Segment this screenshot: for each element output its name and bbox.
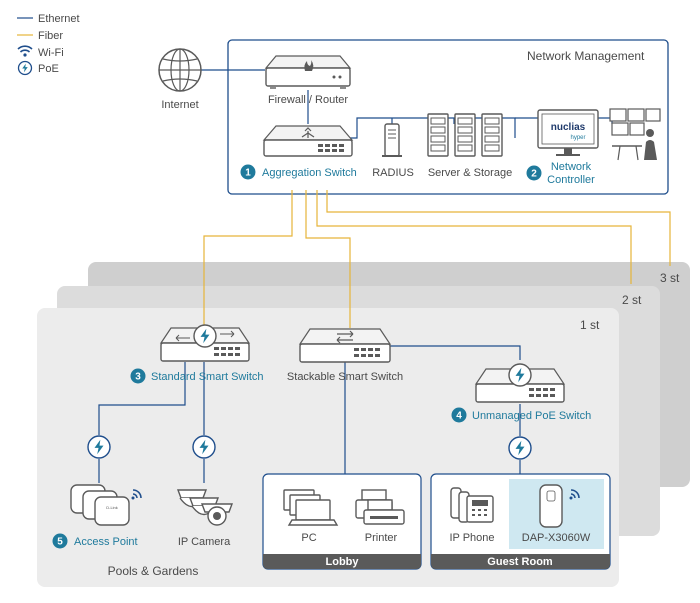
- poe-icon: [192, 435, 216, 459]
- unmanaged-switch-label: Unmanaged PoE Switch: [472, 410, 591, 422]
- cable-stackable-unmanaged: [390, 345, 521, 360]
- stackable-switch-label: Stackable Smart Switch: [287, 371, 403, 383]
- ip-phone-label: IP Phone: [449, 532, 494, 544]
- aggregation-label: Aggregation Switch: [262, 167, 357, 179]
- ip-camera-icon: [176, 489, 234, 526]
- server-label: Server & Storage: [428, 167, 512, 179]
- wifi-icon: [17, 45, 33, 57]
- guest-room-label: Guest Room: [487, 556, 553, 568]
- fiber-stackable-switch: [305, 190, 351, 328]
- aggregation-number: 1: [245, 168, 251, 179]
- floor-3-label: 3 st: [660, 271, 680, 285]
- floor-2-label: 2 st: [622, 293, 642, 307]
- standard-smart-switch-icon: [159, 324, 251, 362]
- nuclias-logo-text: nuclias: [551, 122, 586, 133]
- ap-brand-text: D-Link: [106, 505, 118, 510]
- cable-switch-ap: [98, 362, 186, 435]
- radius-label: RADIUS: [372, 167, 414, 179]
- legend-wifi-label: Wi-Fi: [38, 47, 64, 59]
- access-point-number-badge: 5: [52, 533, 68, 549]
- cable-aggregation-servers: [350, 117, 516, 139]
- dap-label: DAP-X3060W: [522, 532, 591, 544]
- nuclias-logo-sub: hyper: [570, 135, 585, 141]
- controller-label-line2: Controller: [547, 174, 595, 186]
- poe-icon: [87, 435, 111, 459]
- firewall-label: Firewall / Router: [268, 94, 348, 106]
- access-point-number: 5: [57, 537, 63, 548]
- stackable-smart-switch-icon: [298, 328, 392, 363]
- operator-workstation-icon: [609, 108, 661, 161]
- cables: [98, 69, 671, 483]
- ip-phone-icon: [450, 487, 494, 523]
- fiber-standard-switch: [203, 190, 293, 328]
- guest-room-header: [431, 554, 610, 569]
- lobby-label: Lobby: [326, 556, 360, 568]
- unmanaged-switch-number-badge: 4: [451, 407, 467, 423]
- legend-ethernet-label: Ethernet: [38, 13, 80, 25]
- access-point-label: Access Point: [74, 536, 138, 548]
- standard-switch-number-badge: 3: [130, 368, 146, 384]
- legend-fiber-label: Fiber: [38, 30, 63, 42]
- ip-camera-label: IP Camera: [178, 536, 231, 548]
- standard-switch-number: 3: [135, 372, 141, 383]
- unmanaged-switch-number: 4: [456, 411, 462, 422]
- pc-icon: [283, 489, 339, 526]
- legend: Ethernet Fiber Wi-Fi PoE: [17, 13, 80, 76]
- dap-access-point-icon: [539, 484, 563, 528]
- firewall-router-icon: [264, 55, 352, 89]
- floor-1-label: 1 st: [580, 318, 600, 332]
- controller-label-line1: Network: [551, 161, 592, 173]
- access-point-icon: D-Link: [70, 484, 130, 526]
- lobby-header: [263, 554, 421, 569]
- pc-label: PC: [301, 532, 316, 544]
- network-management-title: Network Management: [527, 49, 645, 63]
- unmanaged-poe-switch-icon: [474, 363, 566, 403]
- standard-switch-label: Standard Smart Switch: [151, 371, 264, 383]
- poe-icon: [508, 436, 532, 460]
- poe-icon: [17, 60, 33, 76]
- fiber-floor-3: [326, 190, 671, 266]
- server-storage-icon: [427, 113, 503, 157]
- printer-icon: [355, 489, 405, 525]
- printer-label: Printer: [365, 532, 398, 544]
- wifi-icon: [131, 489, 142, 500]
- wifi-icon: [569, 489, 580, 500]
- pools-gardens-label: Pools & Gardens: [108, 564, 199, 578]
- controller-number: 2: [531, 169, 537, 180]
- radius-server-icon: [382, 123, 402, 157]
- fiber-floor-2: [316, 190, 632, 284]
- legend-poe-label: PoE: [38, 63, 59, 75]
- nuclias-monitor-icon: nuclias hyper: [537, 109, 599, 156]
- internet-globe-icon: [158, 48, 202, 92]
- internet-label: Internet: [161, 99, 198, 111]
- aggregation-number-badge: 1: [240, 164, 256, 180]
- controller-number-badge: 2: [526, 165, 542, 181]
- aggregation-switch-icon: [262, 125, 354, 157]
